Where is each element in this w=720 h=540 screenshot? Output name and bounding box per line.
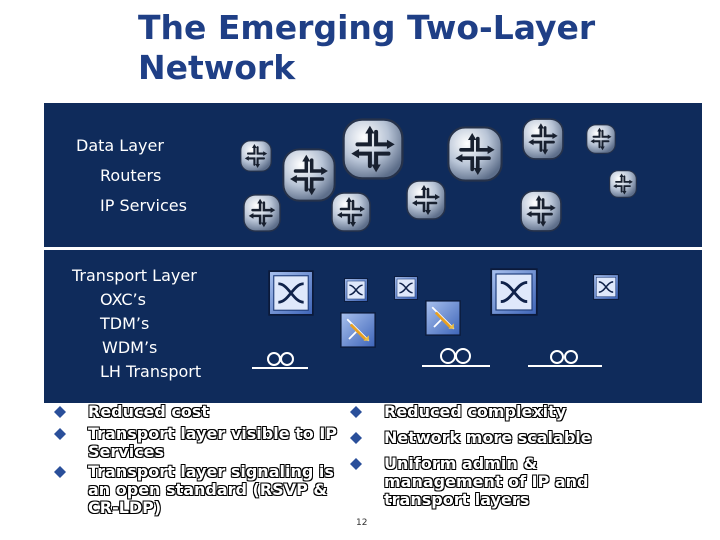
- router-icon: [342, 118, 404, 180]
- router-icon: [522, 118, 564, 160]
- transport-layer-item-wdm: WDM’s: [102, 338, 158, 357]
- optical-cross-connect-icon: [490, 268, 538, 316]
- bullet-item: Uniform admin & management of IP and tra…: [350, 455, 620, 509]
- transport-layer-item-lh: LH Transport: [100, 362, 202, 381]
- bullet-item: Transport layer visible to IP Services: [54, 425, 344, 461]
- router-icon: [447, 126, 503, 182]
- bullet-text: Reduced cost: [88, 402, 210, 421]
- bullet-item: Reduced complexity: [350, 403, 620, 421]
- router-icon: [609, 170, 637, 198]
- optical-cross-connect-icon: [593, 274, 619, 300]
- diamond-bullet-icon: [350, 406, 362, 418]
- slide-title: The Emerging Two-Layer Network: [138, 8, 596, 87]
- bullet-text: Uniform admin & management of IP and tra…: [384, 454, 589, 509]
- wdm-icon: [252, 352, 308, 369]
- bullet-text: Transport layer signaling is an open sta…: [88, 462, 334, 517]
- data-layer-item-routers: Routers: [100, 166, 162, 185]
- tdm-icon: [340, 312, 376, 348]
- bullet-text: Network more scalable: [384, 428, 592, 447]
- tdm-icon: [425, 300, 461, 336]
- wdm-icon: [422, 348, 490, 367]
- bullet-item: Reduced cost: [54, 403, 344, 421]
- layer-divider: [44, 247, 702, 250]
- bullet-text: Transport layer visible to IP Services: [88, 424, 338, 461]
- bullet-text: Reduced complexity: [384, 402, 567, 421]
- transport-layer-item-tdm: TDM’s: [100, 314, 150, 333]
- transport-layer-item-oxc: OXC’s: [100, 290, 146, 309]
- router-icon: [240, 140, 272, 172]
- router-icon: [243, 194, 281, 232]
- router-icon: [586, 124, 616, 154]
- diamond-bullet-icon: [54, 406, 66, 418]
- long-haul-fiber-icon: [528, 350, 602, 367]
- router-icon: [406, 180, 446, 220]
- router-icon: [520, 190, 562, 232]
- transport-layer-heading: Transport Layer: [72, 266, 197, 285]
- diamond-bullet-icon: [350, 458, 362, 470]
- bullet-item: Network more scalable: [350, 429, 620, 447]
- bullet-list-left: Reduced cost Transport layer visible to …: [54, 403, 344, 525]
- bullet-item: Transport layer signaling is an open sta…: [54, 463, 344, 517]
- router-icon: [331, 192, 371, 232]
- data-layer-item-ip-services: IP Services: [100, 196, 187, 215]
- optical-cross-connect-icon: [394, 276, 418, 300]
- diamond-bullet-icon: [54, 428, 66, 440]
- optical-cross-connect-icon: [268, 270, 314, 316]
- bullet-list-right: Reduced complexity Network more scalable…: [350, 403, 620, 517]
- diamond-bullet-icon: [350, 432, 362, 444]
- data-layer-heading: Data Layer: [76, 136, 164, 155]
- diamond-bullet-icon: [54, 466, 66, 478]
- optical-cross-connect-icon: [344, 278, 368, 302]
- router-icon: [282, 148, 336, 202]
- slide-number: 12: [356, 518, 368, 528]
